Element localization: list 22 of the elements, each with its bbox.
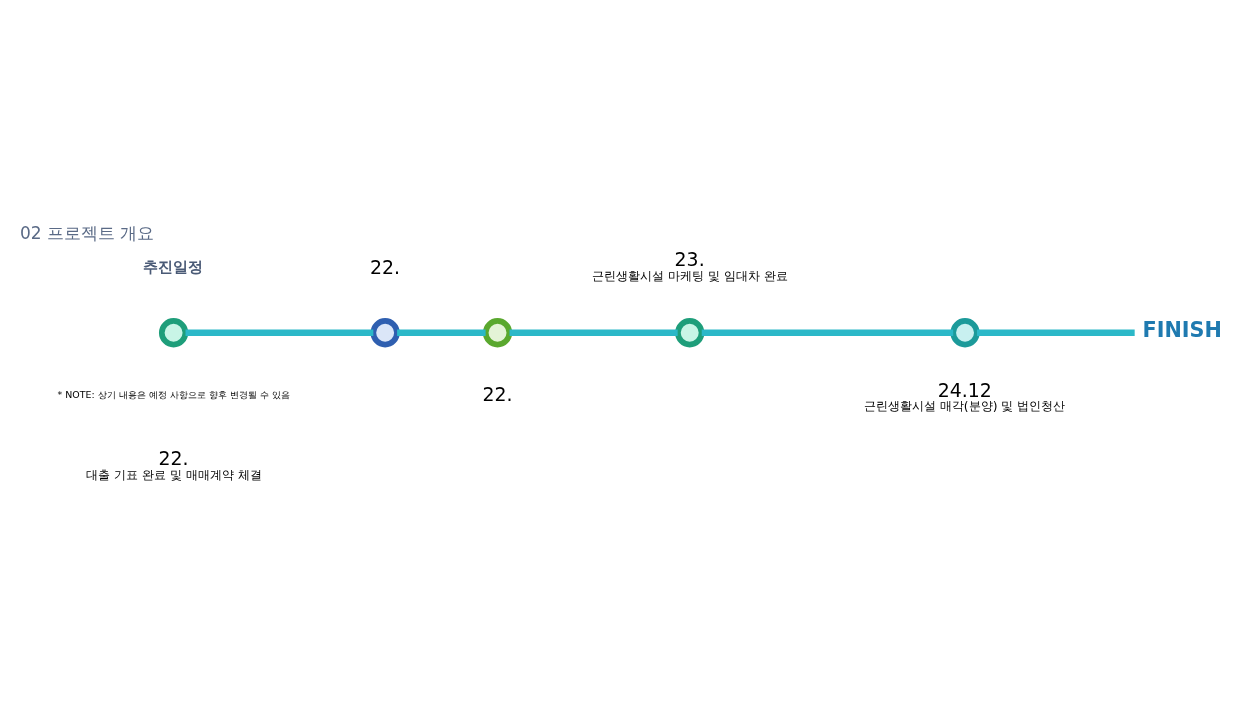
label: 추진일정 bbox=[143, 258, 204, 277]
label: * NOTE: 상기 내용은 예정 사항으로 향후 변경될 수 있음 bbox=[57, 389, 290, 401]
connector bbox=[509, 329, 678, 337]
node-circle bbox=[370, 318, 400, 348]
node-circle bbox=[675, 318, 705, 348]
node-label: 22. bbox=[482, 382, 513, 405]
connector bbox=[185, 329, 374, 337]
node-circle bbox=[482, 318, 513, 348]
node-label: 대출 기표 완료 및 매매계약 체결 bbox=[86, 468, 262, 483]
node-label: 23. bbox=[674, 248, 705, 271]
node-label: 근린생활시설 마케팅 및 임대차 완료 bbox=[591, 268, 788, 283]
connector bbox=[977, 329, 1135, 337]
node-label: 근린생활시설 매각(분양) 및 법인청산 bbox=[863, 399, 1066, 414]
node-label: 22. bbox=[370, 256, 401, 279]
connector bbox=[397, 329, 486, 337]
node-label: 24.12 bbox=[937, 378, 992, 401]
node-text: FINISH bbox=[1142, 318, 1222, 343]
node-circle bbox=[158, 318, 189, 348]
diagram-title: 02 프로젝트 개요 bbox=[19, 223, 155, 244]
node-label: 22. bbox=[158, 447, 189, 470]
connector bbox=[701, 329, 954, 337]
node-circle bbox=[950, 318, 980, 348]
